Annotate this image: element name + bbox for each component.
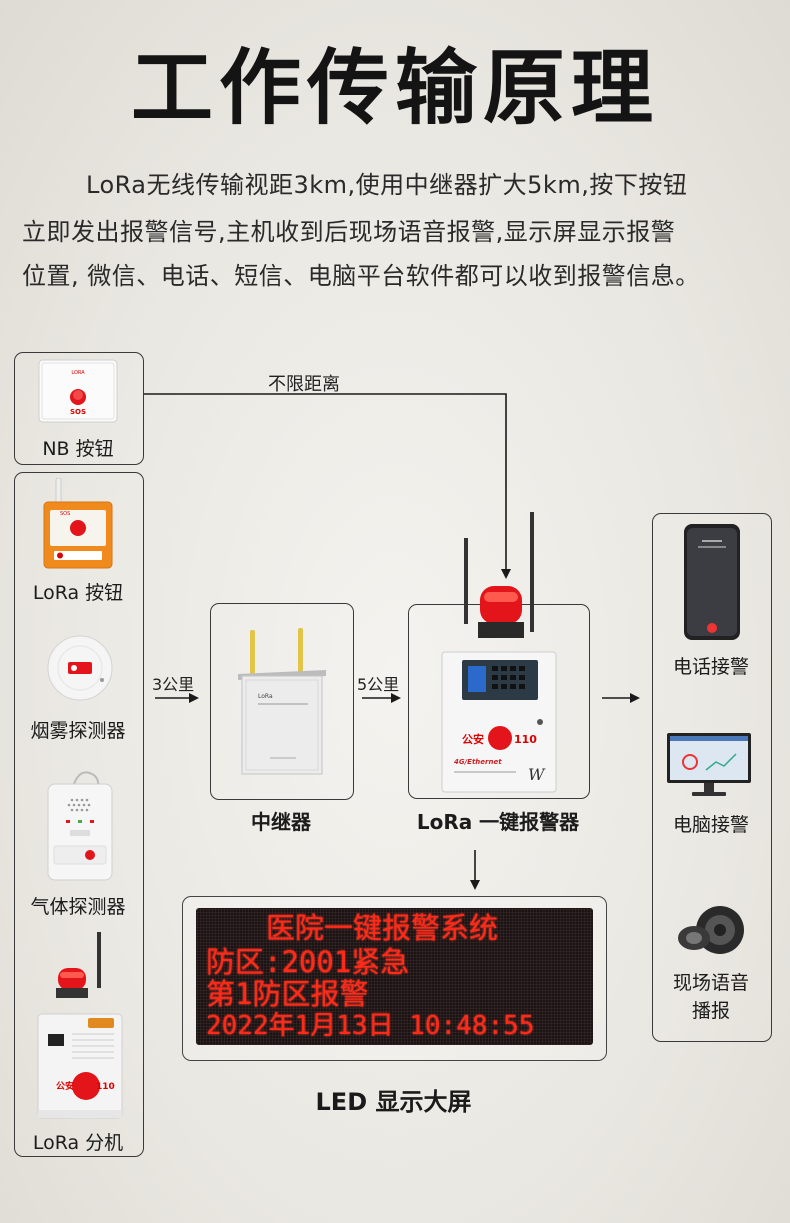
no-limit-line — [144, 393, 511, 579]
speaker-label-2: 播报 — [691, 1000, 730, 1022]
ext-device-num: 110 — [96, 1082, 115, 1092]
gas-detector-icon — [47, 771, 113, 881]
led-display-screen: 医院一键报警系统 防区:2001紧急 第1防区报警 2022年1月13日 10:… — [196, 908, 593, 1045]
repeater-label: 中继器 — [251, 810, 311, 834]
phone-icon — [684, 524, 740, 640]
no-limit-label: 不限距离 — [268, 374, 340, 395]
repeater-device-icon: LoRa — [238, 628, 326, 775]
gas-detector-label: 气体探测器 — [30, 896, 126, 918]
nb-device-brand: LORA — [71, 370, 85, 376]
phone-label: 电话接警 — [672, 656, 749, 678]
ext-device-text: 公安 — [56, 1080, 74, 1092]
led-line-1: 医院一键报警系统 — [266, 911, 499, 945]
led-label: LED 显示大屏 — [315, 1088, 472, 1116]
main-device-sub: 4G/Ethernet — [454, 758, 502, 766]
intro-line-3: 位置, 微信、电话、短信、电脑平台软件都可以收到报警信息。 — [22, 262, 700, 290]
led-line-4: 2022年1月13日 10:48:55 — [206, 1011, 535, 1041]
lora-button-sos: SOS — [60, 511, 70, 517]
svg-text:W: W — [528, 765, 546, 784]
computer-icon — [667, 733, 751, 796]
nb-button-device-icon: LORA SOS — [38, 359, 118, 423]
nb-button-label: NB 按钮 — [42, 438, 114, 460]
distance-5km: 5公里 — [357, 675, 400, 694]
main-device-num: 110 — [514, 733, 537, 746]
lora-extension-label: LoRa 分机 — [32, 1132, 124, 1154]
lora-button-label: LoRa 按钮 — [32, 582, 124, 604]
main-alarm-device-icon: 公安 110 4G/Ethernet W — [441, 512, 557, 793]
main-device-text: 公安 — [462, 732, 484, 746]
speaker-label-1: 现场语音 — [672, 972, 749, 994]
lora-button-device-icon: SOS — [43, 478, 113, 569]
intro-line-1: LoRa无线传输视距3km,使用中继器扩大5km,按下按钮 — [86, 171, 688, 199]
intro-line-2: 立即发出报警信号,主机收到后现场语音报警,显示屏显示报警 — [22, 218, 676, 246]
smoke-detector-label: 烟雾探测器 — [30, 720, 126, 742]
speaker-icon — [678, 906, 744, 954]
page-title: 工作传输原理 — [130, 41, 659, 136]
smoke-detector-icon — [47, 635, 113, 701]
nb-device-sos: SOS — [70, 408, 86, 416]
led-line-2: 防区:2001紧急 — [206, 945, 410, 979]
distance-3km: 3公里 — [152, 675, 195, 694]
computer-label: 电脑接警 — [672, 814, 749, 836]
main-alarm-label: LoRa 一键报警器 — [416, 810, 580, 834]
repeater-brand: LoRa — [258, 693, 273, 700]
led-line-3: 第1防区报警 — [206, 977, 369, 1011]
lora-extension-icon: 公安 110 — [37, 932, 123, 1119]
